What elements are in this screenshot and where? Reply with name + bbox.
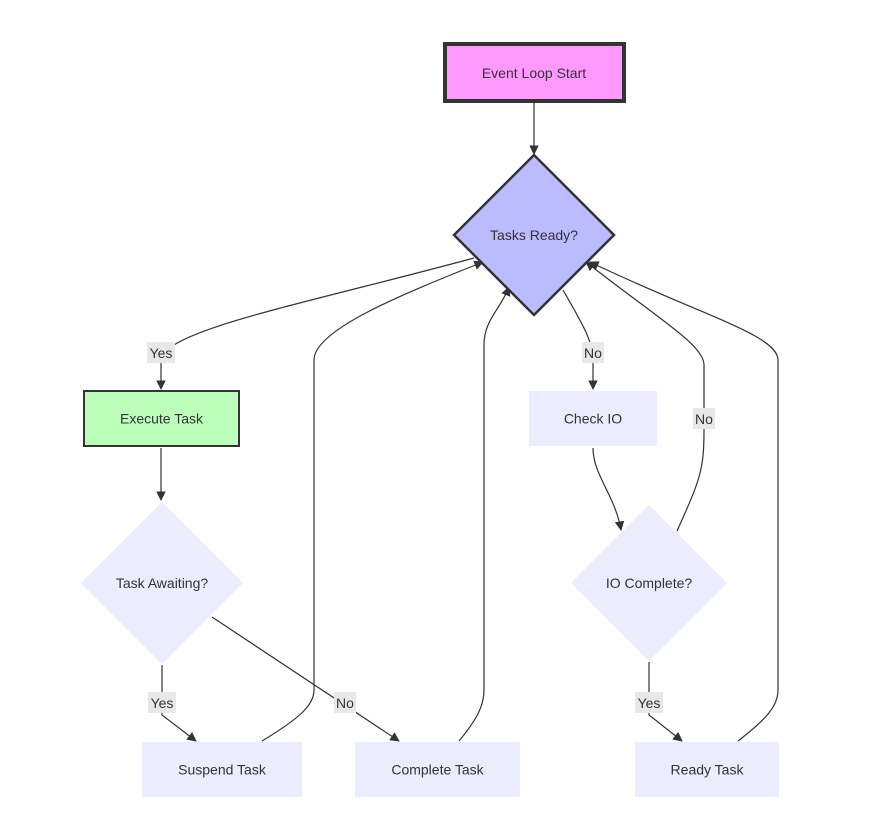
node-label: Execute Task bbox=[120, 411, 204, 427]
edge-label-task-awaiting-no: No bbox=[334, 692, 356, 713]
edge-task-awaiting-to-suspend-task bbox=[161, 665, 197, 742]
edge-tasks-ready-to-execute-task bbox=[156, 257, 475, 390]
label-background bbox=[693, 408, 715, 429]
node-label: Complete Task bbox=[391, 762, 484, 778]
node-label: Event Loop Start bbox=[482, 65, 586, 81]
node-shape bbox=[635, 742, 779, 797]
edge-labels: Yes No No Yes No Yes bbox=[147, 342, 715, 713]
node-label: Task Awaiting? bbox=[116, 575, 209, 591]
edges bbox=[156, 102, 779, 742]
edge-io-complete-to-ready-task bbox=[648, 662, 683, 742]
label-background bbox=[334, 692, 356, 713]
node-execute-task[interactable]: Execute Task bbox=[83, 390, 240, 447]
decision-diamond bbox=[81, 502, 243, 664]
edge-label-io-complete-yes: Yes bbox=[635, 692, 663, 713]
label-background bbox=[148, 692, 176, 713]
decision-diamond bbox=[571, 505, 727, 661]
node-shape bbox=[443, 42, 626, 103]
node-label: Check IO bbox=[564, 411, 622, 427]
node-task-awaiting-decision[interactable]: Task Awaiting? bbox=[81, 502, 243, 664]
node-io-complete-decision[interactable]: IO Complete? bbox=[571, 505, 727, 661]
node-suspend-task[interactable]: Suspend Task bbox=[142, 742, 302, 797]
edge-label-io-complete-no: No bbox=[693, 408, 715, 429]
edge-ready-task-to-tasks-ready bbox=[589, 261, 779, 742]
node-ready-task[interactable]: Ready Task bbox=[635, 742, 779, 797]
label-background bbox=[147, 342, 175, 363]
node-shape bbox=[355, 742, 520, 797]
node-shape bbox=[83, 390, 240, 447]
edge-label-text: No bbox=[695, 411, 713, 427]
edge-label-tasks-ready-no: No bbox=[582, 342, 604, 363]
label-background bbox=[582, 342, 604, 363]
edge-label-text: Yes bbox=[150, 345, 173, 361]
edge-label-text: No bbox=[336, 695, 354, 711]
edge-label-text: Yes bbox=[151, 695, 174, 711]
node-event-loop-start[interactable]: Event Loop Start bbox=[443, 42, 626, 103]
node-shape bbox=[142, 742, 302, 797]
nodes: Event Loop Start Tasks Ready? Execute Ta… bbox=[81, 42, 779, 797]
node-label: Suspend Task bbox=[178, 762, 267, 778]
edge-label-text: No bbox=[584, 345, 602, 361]
node-tasks-ready-decision[interactable]: Tasks Ready? bbox=[452, 153, 616, 317]
node-check-io[interactable]: Check IO bbox=[529, 391, 657, 446]
edge-label-task-awaiting-yes: Yes bbox=[148, 692, 176, 713]
edge-task-awaiting-to-complete-task bbox=[211, 616, 400, 742]
node-complete-task[interactable]: Complete Task bbox=[355, 742, 520, 797]
node-label: IO Complete? bbox=[606, 575, 693, 591]
node-label: Ready Task bbox=[671, 762, 745, 778]
edge-label-tasks-ready-yes: Yes bbox=[147, 342, 175, 363]
edge-tasks-ready-to-check-io bbox=[562, 289, 598, 390]
node-shape bbox=[529, 391, 657, 446]
label-background bbox=[635, 692, 663, 713]
node-label: Tasks Ready? bbox=[490, 227, 578, 243]
edge-check-io-to-io-complete bbox=[592, 447, 625, 531]
decision-diamond bbox=[452, 153, 616, 317]
edge-io-complete-to-tasks-ready bbox=[585, 261, 705, 532]
edge-suspend-task-to-tasks-ready bbox=[261, 260, 484, 742]
edge-complete-task-to-tasks-ready bbox=[458, 286, 511, 742]
edge-label-text: Yes bbox=[638, 695, 661, 711]
